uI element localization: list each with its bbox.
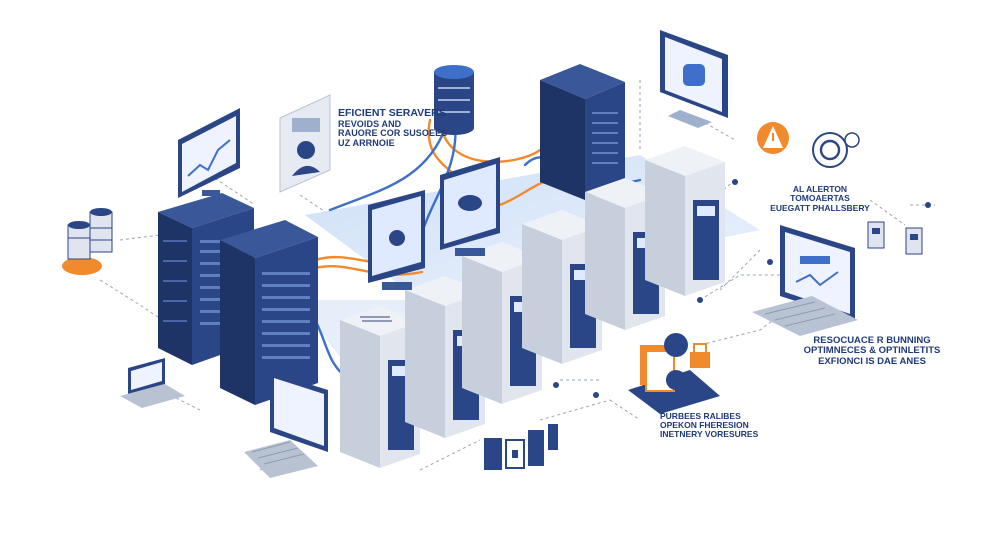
display-monitor-icon <box>368 190 425 290</box>
desktop-monitor-icon <box>244 372 328 478</box>
label-efficient-servers: EFICIENT SERAVERS REVOIDS AND RAUORE COR… <box>338 97 448 160</box>
label-buffer: PURBEES RALIBES OPEKON FHERESION INETNER… <box>660 411 759 440</box>
connector-dots <box>553 179 931 398</box>
label-resource: RESOCUACE R BUNNING OPTIMNECES & OPTINLE… <box>803 335 941 367</box>
laptop-icon <box>120 358 185 408</box>
label-alert-lines: TOMOAERTAS EUEGATT PHALLSBERY <box>770 193 870 213</box>
profile-card-icon <box>279 94 331 193</box>
display-monitor-icon <box>440 157 500 256</box>
server-rack-dark-2 <box>220 220 318 405</box>
dashboard-monitor-icon <box>752 225 858 336</box>
ai-badge-icon <box>812 132 860 168</box>
chart-monitor-icon <box>178 108 240 198</box>
lock-shield-icon <box>628 333 720 414</box>
usb-device-icon <box>484 424 558 470</box>
database-stack-icon <box>434 65 474 135</box>
server-tower-icon <box>540 64 625 200</box>
desktop-monitor-icon <box>660 30 728 128</box>
label-top-title: EFICIENT SERAVERS <box>338 107 446 120</box>
label-alert: AL ALERTON TOMOAERTAS EUEGATT PHALLSBERY <box>770 176 870 222</box>
database-orange-icon <box>62 208 113 275</box>
label-alert-title: AL ALERTON <box>792 184 848 195</box>
alert-badge-icon <box>757 122 789 154</box>
label-top-lines: REVOIDS AND RAUORE COR SUSOEES UZ ARRNOI… <box>338 118 448 149</box>
usb-device-icon <box>867 221 923 255</box>
light-racks <box>340 146 725 468</box>
